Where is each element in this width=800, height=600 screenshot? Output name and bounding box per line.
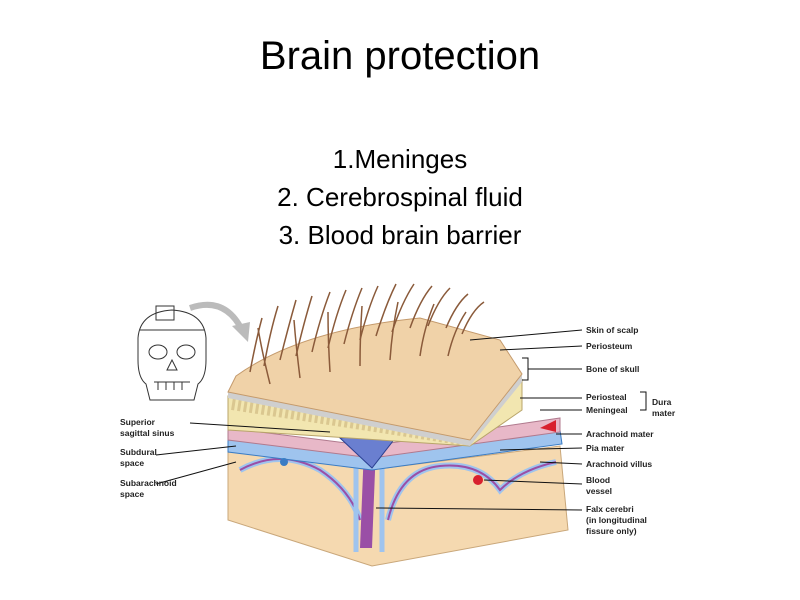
label-periosteal: Periosteal [586,392,627,402]
blood-vessel [473,475,483,485]
protection-list: 1.Meninges 2. Cerebrospinal fluid 3. Blo… [0,140,800,254]
label-dura: Dura [652,397,672,407]
label-periosteum: Periosteum [586,341,633,351]
label-blood-vessel-line2: vessel [586,486,612,496]
label-falx-cerebri-line1: Falx cerebri [586,504,634,514]
label-bone-of-skull: Bone of skull [586,364,639,374]
label-pia-mater: Pia mater [586,443,625,453]
label-superior-sagittal-sinus-line1: Superior [120,417,156,427]
hair [249,283,485,385]
label-arachnoid-mater: Arachnoid mater [586,429,654,439]
list-item-cerebrospinal-fluid: 2. Cerebrospinal fluid [277,182,523,212]
label-meningeal: Meningeal [586,405,628,415]
label-subarachnoid-space-line2: space [120,489,144,499]
arrow-icon [189,301,245,332]
skin-of-scalp [227,317,523,441]
label-falx-cerebri-line3: fissure only) [586,526,637,536]
label-subarachnoid-space-line1: Subarachnoid [120,478,177,488]
skull-icon [137,305,207,401]
list-item-meninges: 1.Meninges [332,144,468,174]
label-subdural-space-line2: space [120,458,144,468]
label-mater: mater [652,408,676,418]
label-superior-sagittal-sinus-line2: sagittal sinus [120,428,175,438]
list-item-blood-brain-barrier: 3. Blood brain barrier [278,220,522,250]
label-falx-cerebri-line2: (in longitudinal [586,515,647,525]
label-blood-vessel-line1: Blood [586,475,610,485]
label-arachnoid-villus: Arachnoid villus [586,459,652,469]
label-subdural-space-line1: Subdural [120,447,157,457]
slide-title: Brain protection [259,34,541,78]
falx-cerebri [360,446,376,548]
label-skin-of-scalp: Skin of scalp [586,325,638,335]
